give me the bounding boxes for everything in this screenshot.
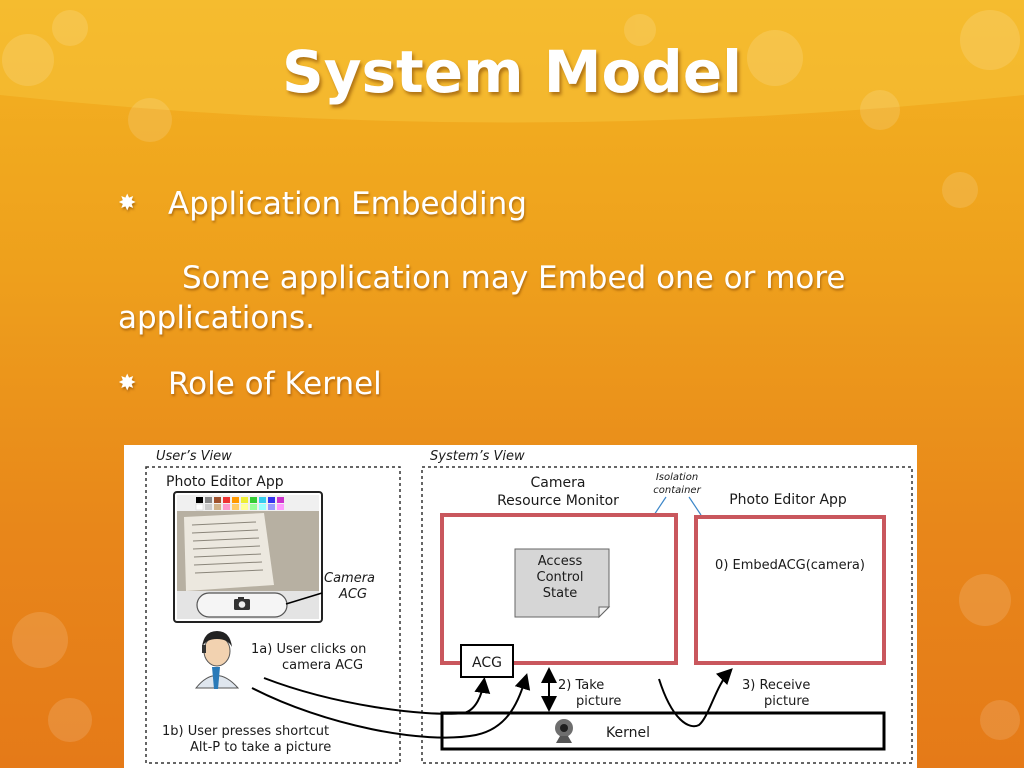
palette-swatches [195,497,284,511]
right-app-title: Photo Editor App [729,492,847,508]
bullet-application-embedding: ✸ Application Embedding [118,186,527,222]
step-1b-label-2: Alt-P to take a picture [190,740,331,755]
step-2-label-2: picture [576,694,621,709]
slide-title: System Model [281,38,743,106]
photo-editor-phone [173,491,323,623]
bullet-text: Role of Kernel [168,366,382,402]
camera-resource-monitor-box [440,513,678,665]
bullet-star-icon: ✸ [118,191,137,216]
isolation-pointer-left [653,496,667,516]
isolation-pointer-right [688,496,702,516]
access-state-label: Access [538,554,583,569]
systems-view-label: System’s View [430,449,525,464]
kernel-label: Kernel [606,725,650,741]
embedding-description: Some application may Embed one or more a… [118,258,918,338]
camera-icon [234,597,250,610]
systems-view-region [421,466,913,764]
camera-acg-label-2: ACG [338,587,367,602]
step-1b-label: 1b) User presses shortcut [162,724,329,739]
access-state-label-3: State [543,586,577,601]
acg-label: ACG [472,655,502,671]
users-view-label: User’s View [156,449,232,464]
embed-acg-call: 0) EmbedACG(camera) [715,558,865,573]
isolation-label-2: container [653,485,701,496]
camera-acg-label: Camera [324,571,375,586]
bullet-text: Application Embedding [168,186,527,222]
header-band [0,0,1024,123]
kernel-box [440,711,886,751]
monitor-title: Camera [531,475,586,491]
user-avatar-icon [194,631,240,689]
access-state-label-2: Control [537,570,584,585]
step-1a-label: 1a) User clicks on [251,642,366,657]
click-acg-flow [263,677,491,715]
bullet-role-of-kernel: ✸ Role of Kernel [118,366,382,402]
bullet-star-icon: ✸ [118,371,137,396]
access-control-state-note [514,548,611,619]
isolation-container-box [694,515,886,665]
camera-acg-pointer [285,592,323,605]
step-1a-label-2: camera ACG [282,658,363,673]
receive-picture-flow [658,668,733,728]
step-3-label-2: picture [764,694,809,709]
monitor-title-2: Resource Monitor [497,493,619,509]
step-2-label: 2) Take [558,678,604,693]
left-app-title: Photo Editor App [166,474,284,490]
system-model-diagram: User’s View Photo Editor App [124,445,917,768]
shortcut-flow [251,673,531,739]
step-3-label: 3) Receive [742,678,810,693]
webcam-icon [555,719,573,743]
acg-box [460,644,514,678]
embedding-description-text: Some application may Embed one or more a… [118,260,846,336]
isolation-label: Isolation [656,472,698,483]
flower-pattern [2,10,1020,742]
users-view-region [145,466,401,764]
